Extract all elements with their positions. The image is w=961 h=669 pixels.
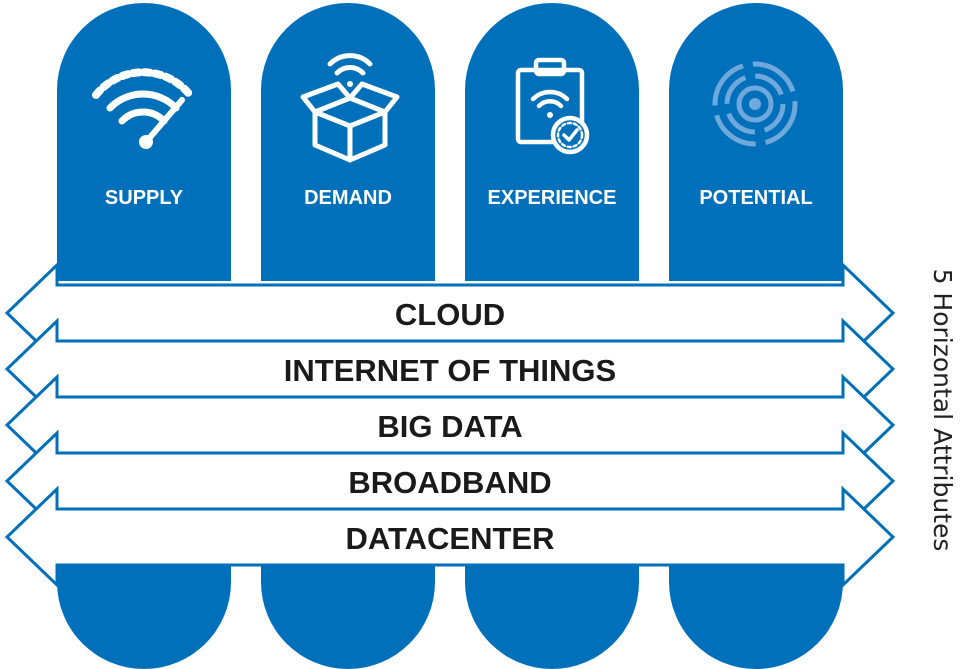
- column-base-potential: [669, 548, 843, 669]
- column-label-demand: DEMAND: [304, 187, 392, 209]
- column-pillars: [57, 3, 843, 669]
- column-label-potential: POTENTIAL: [699, 187, 812, 209]
- wifi-signal-target-icon: [712, 61, 798, 147]
- column-base-demand: [261, 548, 435, 669]
- band-label-datacenter: DATACENTER: [346, 521, 555, 556]
- band-arrows: [4, 261, 896, 589]
- band-label-cloud: CLOUD: [395, 297, 505, 332]
- band-arrow-datacenter: [4, 485, 896, 589]
- side-label: 5 Horizontal Attributes: [928, 269, 957, 552]
- band-label-big-data: BIG DATA: [377, 409, 522, 444]
- band-label-iot: INTERNET OF THINGS: [284, 353, 616, 388]
- column-label-experience: EXPERIENCE: [488, 187, 617, 209]
- wifi-speedometer-icon: [92, 68, 194, 149]
- column-base-experience: [465, 548, 639, 669]
- wifi-clipboard-check-icon: [515, 57, 590, 155]
- column-base-supply: [57, 548, 231, 669]
- column-pillar-potential: [669, 3, 843, 281]
- wifi-box-icon: [300, 53, 400, 163]
- band-label-broadband: BROADBAND: [348, 465, 551, 500]
- column-label-supply: SUPPLY: [105, 187, 184, 209]
